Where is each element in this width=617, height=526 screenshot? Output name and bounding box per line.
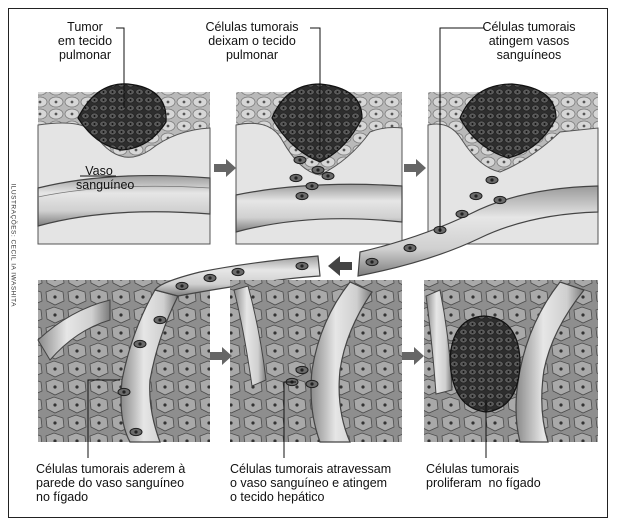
label-aderem: Células tumorais aderem à parede do vaso… bbox=[36, 462, 216, 504]
panel-cells-leaving bbox=[236, 84, 402, 244]
label-line: pulmonar bbox=[52, 48, 118, 62]
arrow-right-icon bbox=[404, 159, 426, 177]
label-line: deixam o tecido bbox=[192, 34, 312, 48]
label-line: Células tumorais bbox=[470, 20, 588, 34]
label-line: parede do vaso sanguíneo bbox=[36, 476, 216, 490]
label-atravessam: Células tumorais atravessam o vaso sangu… bbox=[230, 462, 410, 504]
label-line: sanguíneo bbox=[76, 178, 122, 192]
arrow-right-icon bbox=[210, 347, 232, 365]
label-atingem: Células tumorais atingem vasos sanguíneo… bbox=[470, 20, 588, 62]
arrow-right-icon bbox=[402, 347, 424, 365]
label-line: no fígado bbox=[36, 490, 216, 504]
label-line: Tumor bbox=[52, 20, 118, 34]
label-line: Células tumorais bbox=[192, 20, 312, 34]
label-line: em tecido bbox=[52, 34, 118, 48]
illustration-credit: ILUSTRAÇÕES: CECIL IA IWASHITA bbox=[10, 184, 17, 314]
label-proliferam: Células tumorais proliferam no fígado bbox=[426, 462, 586, 490]
label-line: Células tumorais bbox=[426, 462, 586, 476]
label-line: o tecido hepático bbox=[230, 490, 410, 504]
label-tumor: Tumor em tecido pulmonar bbox=[52, 20, 118, 62]
label-line: Células tumorais atravessam bbox=[230, 462, 410, 476]
label-line: Vaso bbox=[76, 164, 122, 178]
panel-liver-adhesion bbox=[38, 280, 210, 442]
arrow-left-icon bbox=[328, 256, 352, 276]
label-line: proliferam no fígado bbox=[426, 476, 586, 490]
label-line: o vaso sanguíneo e atingem bbox=[230, 476, 410, 490]
label-line: Células tumorais aderem à bbox=[36, 462, 216, 476]
panel-liver-crossing bbox=[230, 280, 402, 442]
label-vaso: Vaso sanguíneo bbox=[76, 164, 122, 192]
label-line: pulmonar bbox=[192, 48, 312, 62]
label-line: sanguíneos bbox=[470, 48, 588, 62]
label-deixam: Células tumorais deixam o tecido pulmona… bbox=[192, 20, 312, 62]
panel-liver-proliferation bbox=[424, 280, 598, 442]
arrow-right-icon bbox=[214, 159, 236, 177]
label-line: atingem vasos bbox=[470, 34, 588, 48]
